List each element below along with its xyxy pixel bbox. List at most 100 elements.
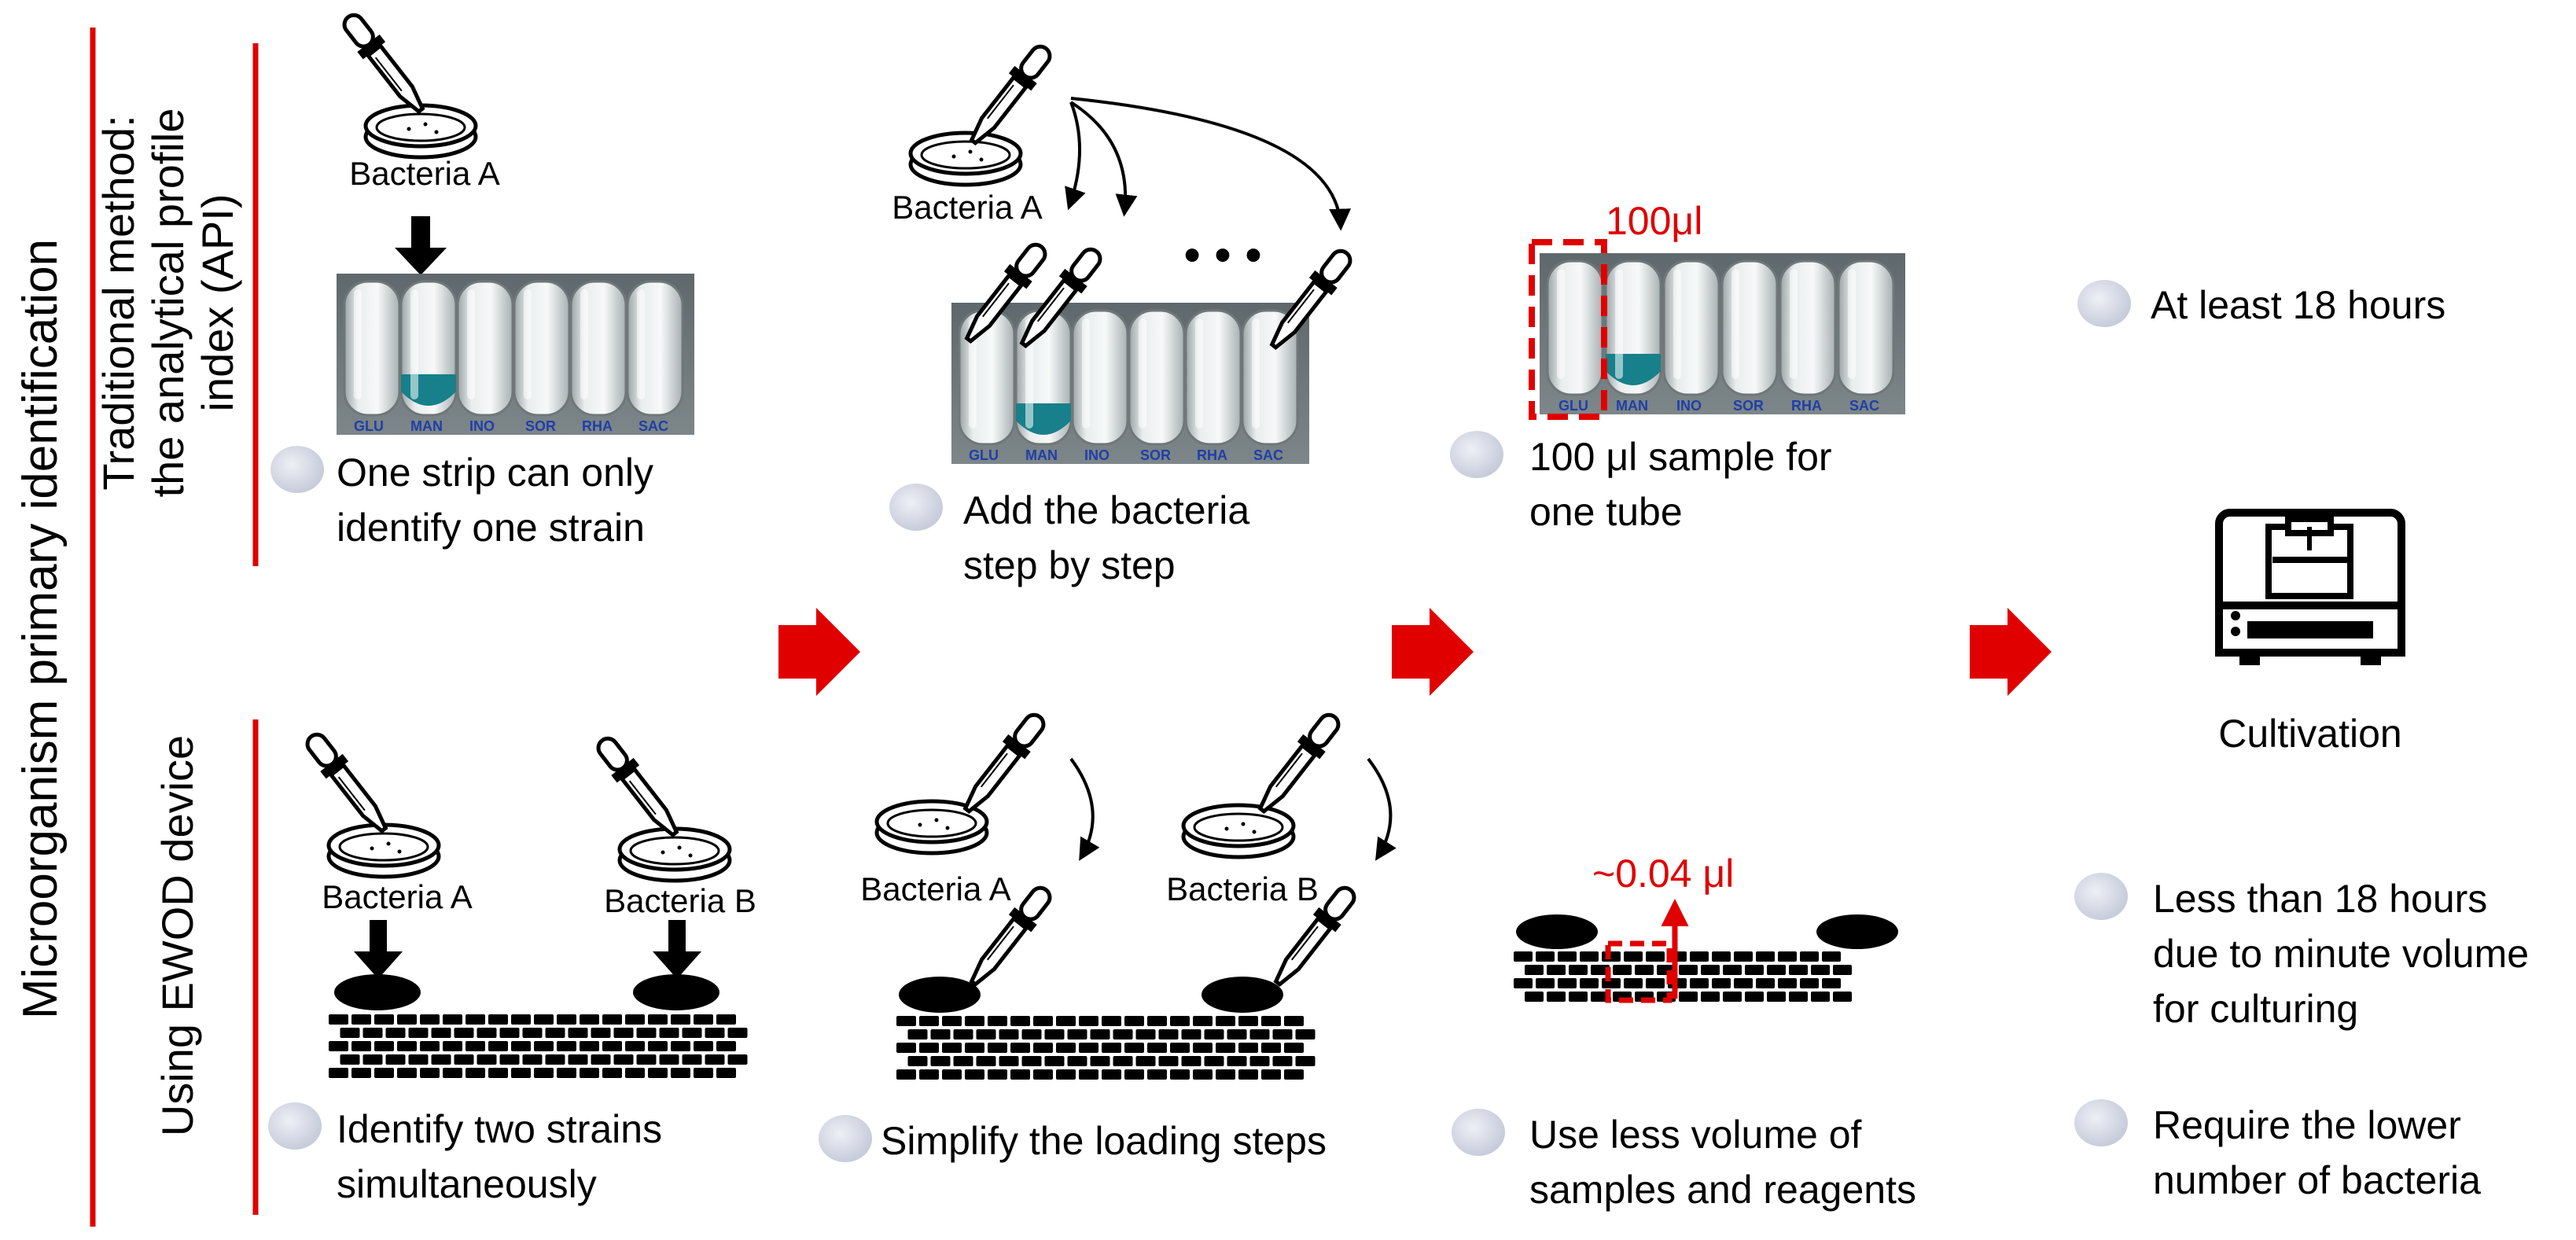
electrode <box>454 1054 474 1065</box>
electrode <box>1021 1056 1042 1066</box>
electrode <box>930 1029 951 1039</box>
electrode <box>1514 951 1533 962</box>
bullet-icon <box>819 1115 872 1162</box>
electrode <box>340 1028 360 1038</box>
ewod-step1: Bacteria A Bacteria B Identify two strai… <box>268 728 756 1206</box>
trad-step3: GLU MAN INO SOR RHA SAC 100μl 100 μl sam… <box>1450 199 1905 534</box>
electrode <box>648 1014 668 1025</box>
volume-label: ~0.04 μl <box>1592 852 1734 896</box>
bullet-icon <box>2074 873 2128 920</box>
electrode <box>1158 1056 1179 1066</box>
pipette-icon <box>956 708 1051 819</box>
dish-label: Bacteria B <box>1166 870 1319 907</box>
pipette-icon <box>1263 245 1358 355</box>
svg-text:SAC: SAC <box>1253 447 1283 463</box>
flow-arrow <box>1367 757 1397 861</box>
electrode <box>1800 951 1819 962</box>
svg-text:GLU: GLU <box>1558 398 1588 414</box>
row-label-traditional: Traditional method: the analytical profi… <box>94 109 242 498</box>
down-arrow-icon <box>653 920 701 979</box>
electrode <box>329 1041 348 1051</box>
electrode <box>976 1056 996 1066</box>
electrode <box>431 1054 451 1065</box>
electrode <box>1272 1029 1293 1039</box>
right-arrow-icon <box>1392 608 1474 696</box>
electrode <box>953 1029 973 1039</box>
dish-label: Bacteria A <box>349 155 499 192</box>
electrode <box>1701 965 1720 975</box>
electrode <box>919 1043 939 1053</box>
electrode <box>1033 1043 1053 1053</box>
electrode <box>1723 992 1742 1002</box>
electrode <box>1079 1016 1098 1026</box>
api-strip: GLU MAN INO SOR RHA SAC <box>1540 253 1905 414</box>
svg-text:SOR: SOR <box>1733 398 1764 414</box>
electrode <box>930 1056 951 1066</box>
dish-label: Bacteria B <box>604 882 756 919</box>
svg-text:SOR: SOR <box>1140 447 1171 463</box>
electrode <box>727 1028 748 1038</box>
electrode <box>1170 1016 1190 1026</box>
electrode <box>1090 1056 1110 1066</box>
electrode <box>466 1014 485 1025</box>
electrode <box>591 1054 611 1065</box>
electrode <box>1800 978 1819 988</box>
electrode <box>545 1028 565 1038</box>
ewod-point-line: Less than 18 hours <box>2153 877 2487 921</box>
electrode <box>1079 1043 1098 1053</box>
electrode <box>1602 951 1621 962</box>
electrode <box>1822 978 1841 988</box>
electrode <box>397 1014 417 1025</box>
electrode <box>385 1054 406 1065</box>
electrode <box>1010 1069 1030 1080</box>
electrode <box>965 1069 984 1080</box>
electrode <box>1811 992 1830 1002</box>
electrode <box>1010 1016 1030 1026</box>
electrode <box>534 1014 554 1025</box>
highlight-box <box>1605 940 1673 1003</box>
electrode <box>602 1014 622 1025</box>
electrode <box>1079 1069 1098 1080</box>
electrode <box>568 1028 588 1038</box>
bullet-icon <box>2077 280 2131 327</box>
electrode <box>580 1068 599 1078</box>
electrode <box>362 1054 383 1065</box>
pipette-icon <box>300 728 395 838</box>
electrode <box>1181 1056 1202 1066</box>
electrode <box>1193 1043 1213 1053</box>
electrode <box>1284 1069 1304 1080</box>
electrode <box>694 1068 713 1078</box>
electrode <box>919 1016 939 1026</box>
electrode <box>896 1043 916 1053</box>
electrode <box>1295 1056 1316 1066</box>
electrode <box>351 1068 371 1078</box>
electrode <box>1778 978 1797 988</box>
electrode <box>499 1054 520 1065</box>
petri-dish-icon <box>329 825 439 877</box>
electrode <box>727 1054 748 1065</box>
electrode <box>602 1041 622 1051</box>
electrode <box>705 1054 725 1065</box>
electrode <box>454 1028 474 1038</box>
trad-step2: Bacteria A GLU MAN INO SOR RHA SAC • • •… <box>889 40 1358 587</box>
electrode <box>374 1014 394 1025</box>
electrode <box>1181 1029 1202 1039</box>
electrode <box>1135 1056 1156 1066</box>
caption-line: One strip can only <box>337 451 653 495</box>
electrode <box>999 1029 1019 1039</box>
electrode <box>602 1068 622 1078</box>
electrode <box>1158 1029 1179 1039</box>
electrode <box>648 1041 668 1051</box>
electrode <box>1778 951 1797 962</box>
electrode <box>580 1041 599 1051</box>
caption-line: simultaneously <box>337 1162 597 1206</box>
electrode <box>1216 1069 1235 1080</box>
electrode <box>1833 992 1852 1002</box>
flow-arrow <box>1069 101 1138 217</box>
electrode <box>1756 978 1775 988</box>
electrode <box>694 1041 713 1051</box>
electrode <box>919 1069 939 1080</box>
svg-text:SAC: SAC <box>1849 398 1879 414</box>
electrode-array <box>329 1014 748 1078</box>
